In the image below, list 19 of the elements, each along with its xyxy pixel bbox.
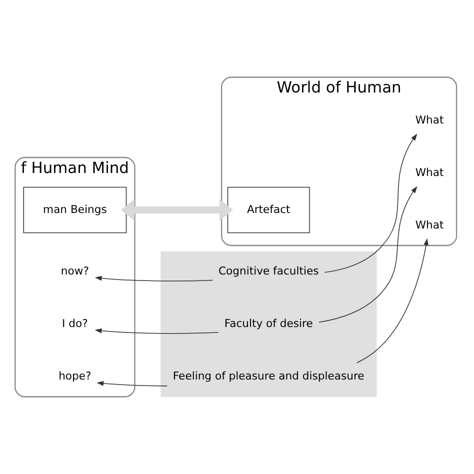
node-text: What	[415, 166, 444, 179]
arrow	[94, 328, 219, 334]
arrow	[318, 186, 418, 323]
node-text: What	[415, 218, 444, 232]
node-text: now?	[60, 264, 89, 278]
node-text: I do?	[62, 317, 88, 330]
arrow	[120, 199, 234, 221]
node-box: Artefact	[227, 186, 310, 234]
node-text: hope?	[58, 370, 92, 383]
node-text: What	[415, 113, 444, 126]
node-text: Feeling of pleasure and displeasure	[172, 370, 364, 383]
cluster	[160, 251, 377, 398]
node-box: man Beings	[23, 186, 127, 234]
arrow	[356, 238, 428, 364]
node-text: Cognitive faculties	[218, 264, 319, 278]
arrow	[324, 134, 418, 273]
arrow	[96, 381, 168, 386]
arrow	[94, 276, 214, 282]
node-text: Faculty of desire	[224, 317, 313, 330]
